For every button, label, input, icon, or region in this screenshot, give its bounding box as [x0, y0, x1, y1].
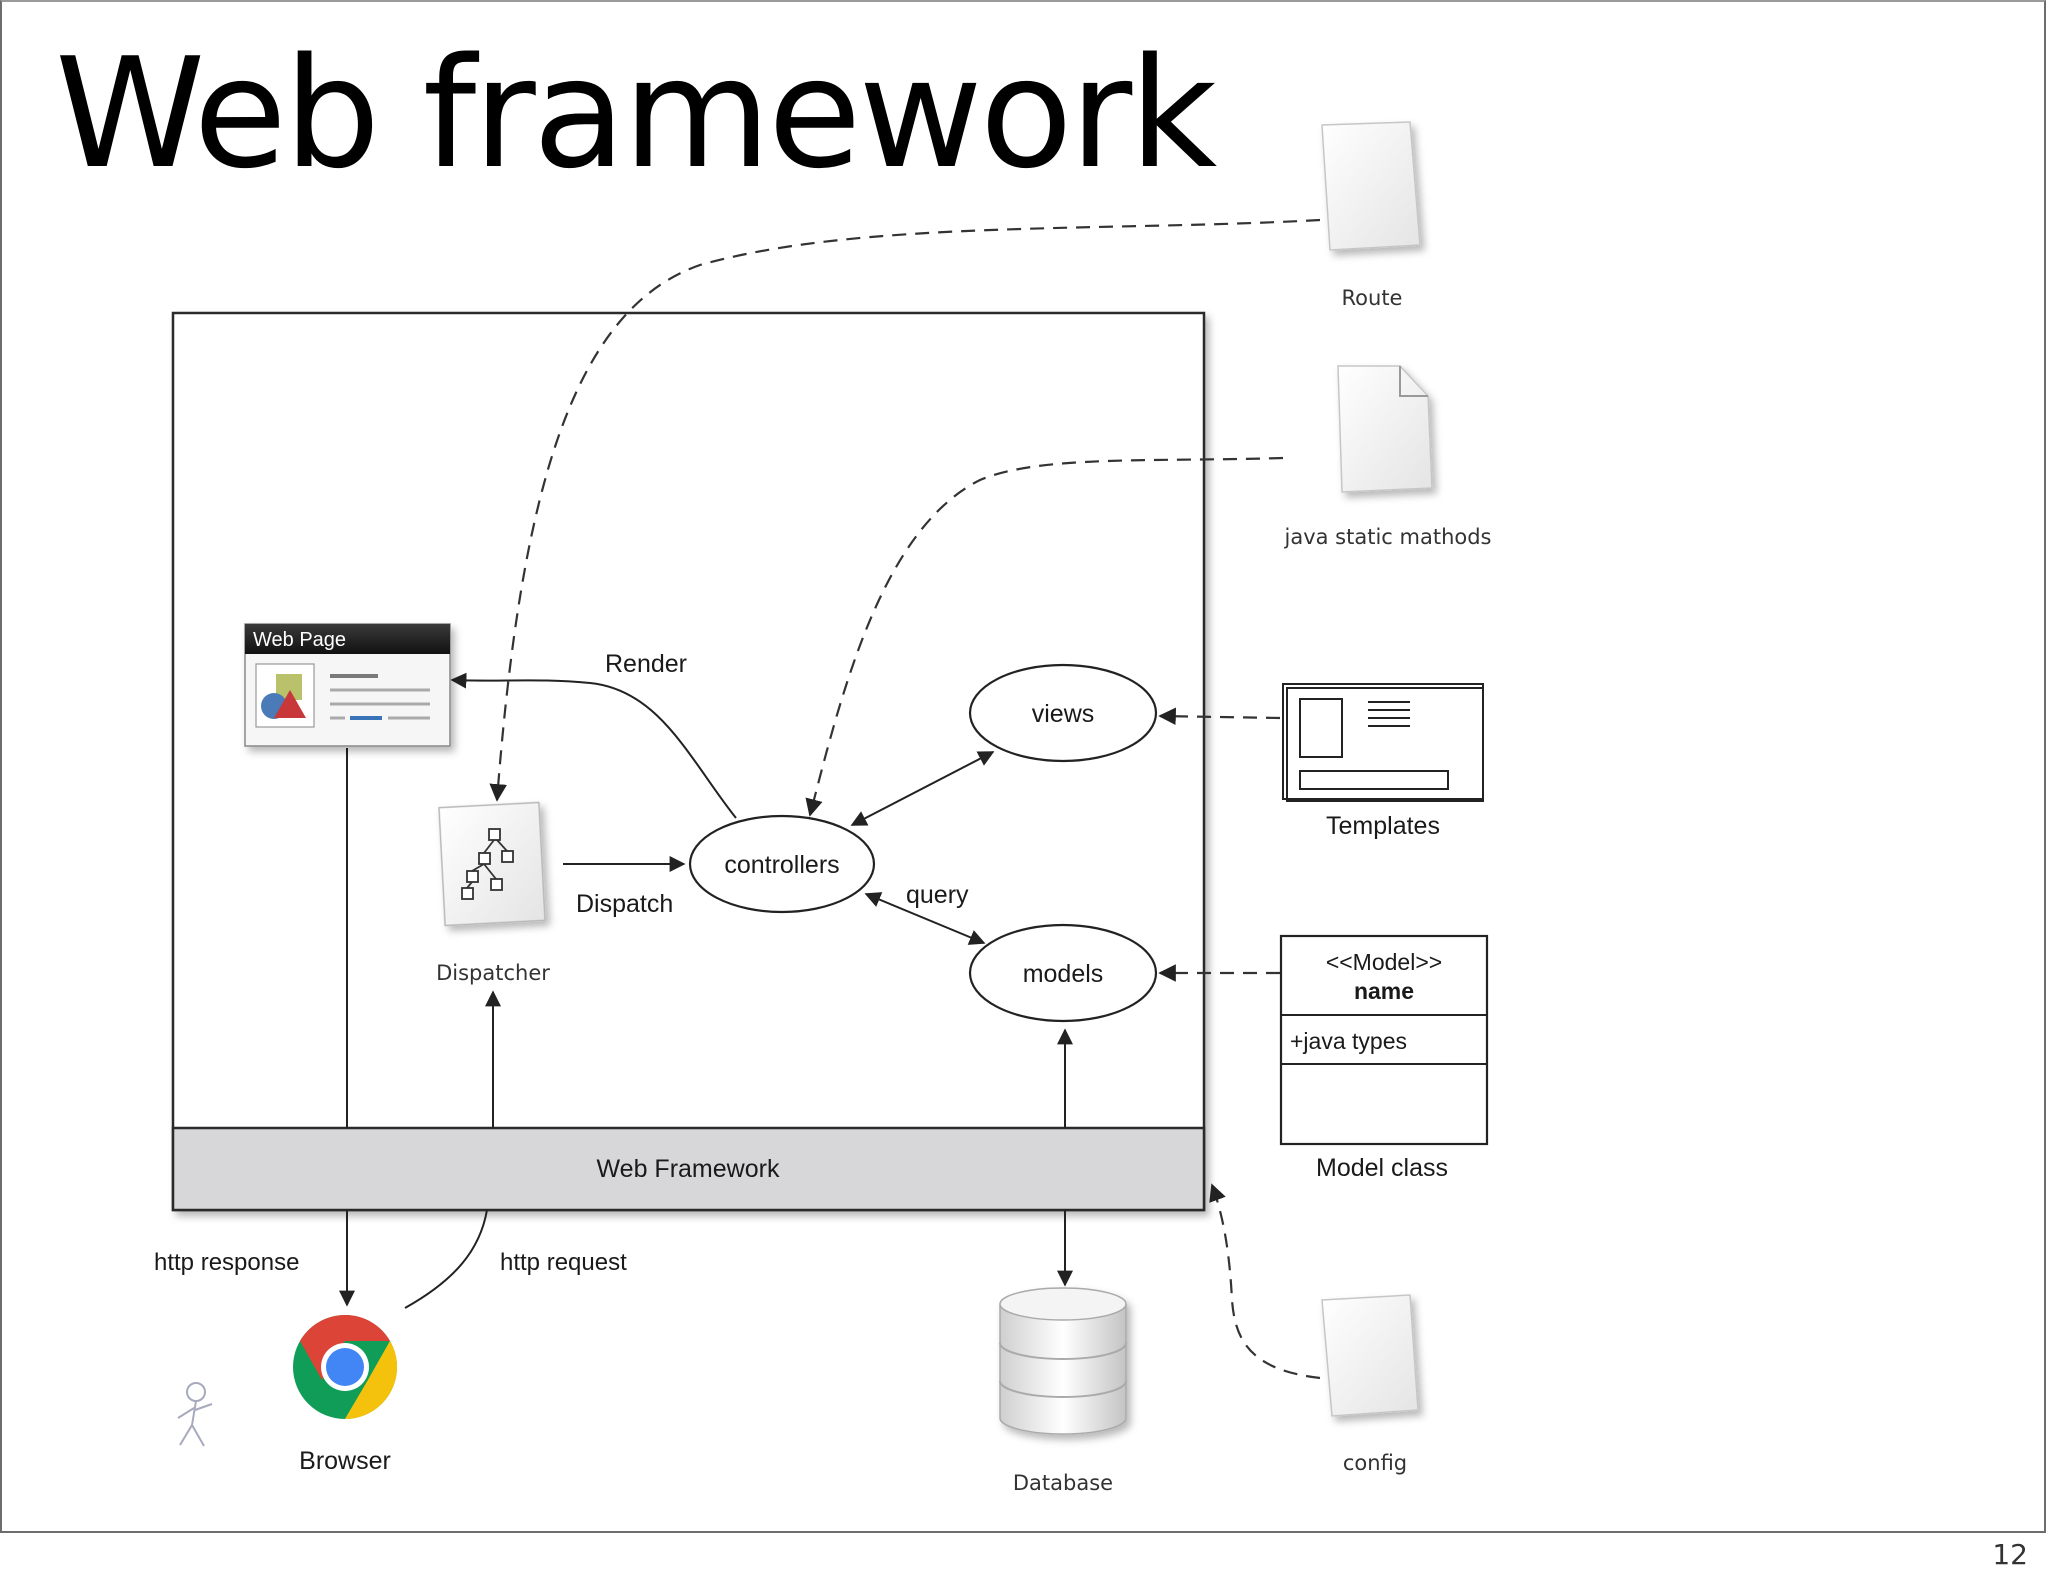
database-label: Database — [1013, 1471, 1113, 1495]
page-number: 12 — [1992, 1538, 2028, 1571]
model-class-box: <<Model>> name +java types — [1279, 934, 1489, 1146]
route-document-icon — [1321, 121, 1421, 251]
browser-label: Browser — [299, 1447, 391, 1475]
model-attribute: +java types — [1290, 1028, 1407, 1054]
runner-figure-icon — [177, 1382, 213, 1447]
templates-sketch-icon — [1282, 683, 1484, 802]
config-label: config — [1343, 1451, 1407, 1475]
database-icon — [999, 1287, 1127, 1435]
http-response-label: http response — [154, 1249, 299, 1276]
http-request-label: http request — [500, 1249, 627, 1276]
render-arrow — [450, 672, 737, 819]
slide-title: Web framework — [55, 25, 1217, 202]
slide-frame — [0, 0, 2046, 1533]
models-label: models — [1023, 960, 1104, 988]
java-static-label: java static mathods — [1284, 525, 1492, 549]
models-node: models — [968, 923, 1158, 1023]
controllers-models-arrow — [864, 892, 986, 945]
render-label: Render — [605, 650, 687, 678]
java-static-to-controllers-arrow — [805, 456, 1284, 817]
query-label: query — [906, 881, 969, 909]
dispatch-label: Dispatch — [576, 890, 673, 918]
model-stereotype: <<Model>> — [1326, 949, 1442, 975]
controllers-label: controllers — [724, 851, 839, 879]
web-framework-bar-label: Web Framework — [597, 1155, 780, 1183]
model-name: name — [1354, 978, 1414, 1004]
chrome-icon — [293, 1315, 397, 1419]
views-label: views — [1032, 700, 1095, 728]
route-to-dispatcher-arrow — [489, 218, 1321, 802]
controllers-node: controllers — [688, 814, 876, 914]
dispatcher-label: Dispatcher — [436, 961, 550, 985]
controllers-views-arrow — [850, 751, 995, 826]
web-framework-bar: Web Framework — [171, 1126, 1206, 1212]
templates-label: Templates — [1326, 812, 1440, 840]
views-node: views — [968, 663, 1158, 763]
dispatcher-icon — [438, 801, 546, 927]
config-document-icon — [1321, 1294, 1419, 1417]
framework-box — [171, 311, 1206, 1212]
web-page-icon: Web Page — [244, 623, 451, 747]
route-label: Route — [1342, 286, 1403, 310]
templates-to-views-arrow — [1158, 707, 1281, 726]
java-static-document-icon — [1337, 365, 1433, 493]
web-page-title: Web Page — [253, 629, 346, 651]
model-class-label: Model class — [1316, 1154, 1448, 1182]
config-to-framework-arrow — [1209, 1183, 1321, 1380]
http-request-curve — [404, 1209, 488, 1309]
